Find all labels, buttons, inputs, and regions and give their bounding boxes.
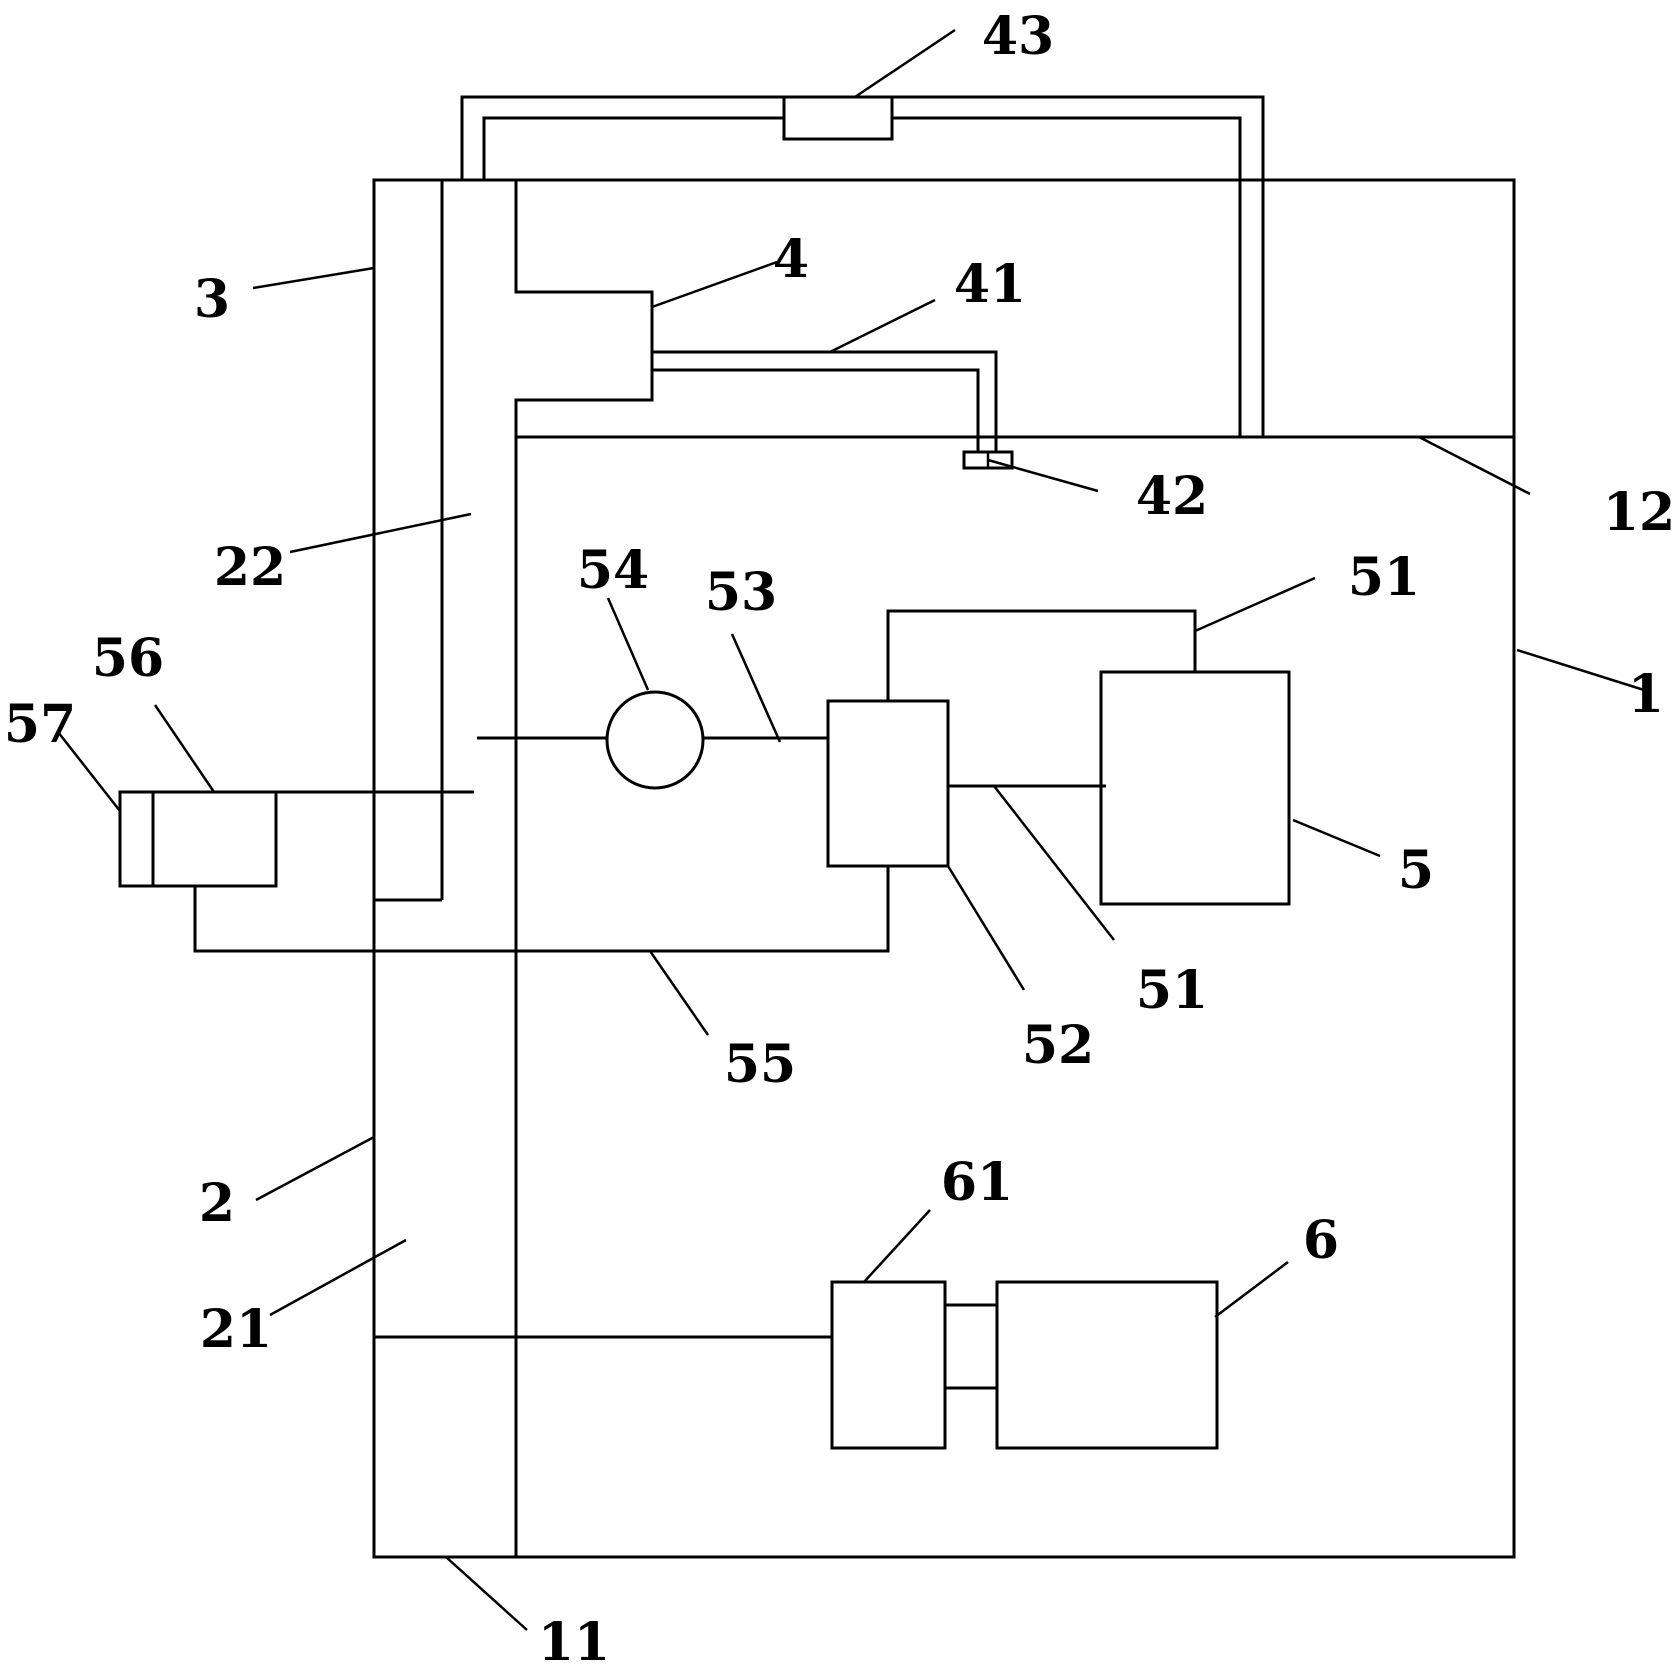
reference-labels: 1 2 3 4 5 6 11 12 21 22 41 42 43 51 51 5… — [4, 6, 1675, 1665]
assembly-6 — [374, 1280, 1219, 1450]
duct-22 — [374, 180, 654, 902]
label-3: 3 — [194, 269, 230, 330]
label-43: 43 — [982, 6, 1054, 67]
coupling-6 — [943, 1303, 999, 1390]
pump-54 — [605, 690, 705, 790]
box-5 — [1099, 670, 1291, 906]
component-43 — [782, 95, 894, 141]
label-52: 52 — [1022, 1015, 1094, 1076]
label-61: 61 — [941, 1152, 1013, 1213]
label-41: 41 — [954, 254, 1026, 315]
label-51-mid: 51 — [1136, 960, 1208, 1021]
assembly-5 — [118, 609, 1291, 953]
label-53: 53 — [705, 562, 777, 623]
pipe-41 — [652, 350, 1014, 470]
label-4: 4 — [773, 229, 809, 290]
label-21: 21 — [200, 1299, 272, 1360]
label-6: 6 — [1303, 1210, 1339, 1271]
label-51-top: 51 — [1348, 547, 1420, 608]
label-12: 12 — [1603, 482, 1675, 543]
label-5: 5 — [1398, 840, 1434, 901]
box-61 — [830, 1280, 947, 1450]
box-52 — [826, 699, 950, 868]
label-2: 2 — [199, 1173, 235, 1234]
label-54: 54 — [577, 540, 649, 601]
label-11: 11 — [538, 1612, 610, 1665]
box-56 — [151, 790, 278, 888]
line-51-top — [886, 609, 1197, 701]
label-42: 42 — [1136, 466, 1208, 527]
label-55: 55 — [724, 1034, 796, 1095]
leader-lines — [57, 28, 1645, 1631]
box-57 — [118, 790, 155, 888]
label-22: 22 — [214, 537, 286, 598]
label-56: 56 — [92, 628, 164, 689]
pipe-43-loop — [460, 95, 1514, 437]
line-55 — [193, 866, 890, 953]
label-1: 1 — [1628, 664, 1664, 725]
label-57: 57 — [4, 694, 76, 755]
box-6 — [995, 1280, 1219, 1450]
